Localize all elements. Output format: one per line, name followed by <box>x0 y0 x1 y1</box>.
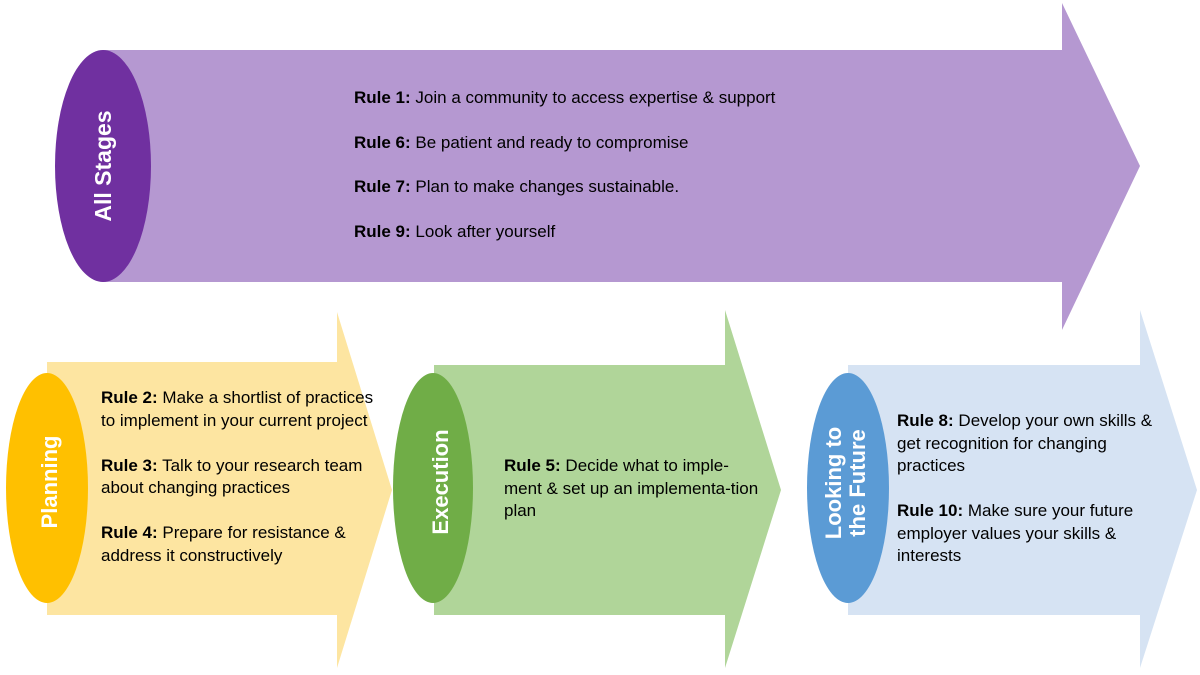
rule-item: Rule 8: Develop your own skills & get re… <box>897 410 1157 478</box>
future-label-line2: the Future <box>845 429 870 537</box>
execution-rules: Rule 5: Decide what to imple-ment & set … <box>504 455 762 523</box>
rule-text: Be patient and ready to compromise <box>410 132 689 152</box>
future-arrow <box>848 310 1197 668</box>
rule-text: Join a community to access expertise & s… <box>410 88 776 107</box>
planning-arrow <box>47 312 392 668</box>
planning-oval <box>6 373 88 603</box>
rule-number: Rule 4: <box>101 523 158 542</box>
rule-item: Rule 1: Join a community to access exper… <box>354 87 1054 109</box>
rule-number: Rule 2: <box>101 388 158 407</box>
rule-number: Rule 6: <box>354 132 411 152</box>
rule-number: Rule 7: <box>354 177 411 196</box>
rule-number: Rule 3: <box>101 455 158 475</box>
rule-text: Prepare for resistance & address it cons… <box>101 523 346 565</box>
rule-text: Make a shortlist of practices to impleme… <box>101 388 374 430</box>
future-label-line1: Looking to <box>821 426 846 540</box>
all-stages-oval <box>55 50 151 282</box>
all-stages-rules: Rule 1: Join a community to access exper… <box>354 87 1054 243</box>
rule-item: Rule 3: Talk to your research team about… <box>101 455 383 500</box>
rule-number: Rule 1: <box>354 88 411 107</box>
rule-item: Rule 10: Make sure your future employer … <box>897 500 1157 568</box>
planning-rules: Rule 2: Make a shortlist of practices to… <box>101 387 383 567</box>
rule-item: Rule 9: Look after yourself <box>354 221 1054 243</box>
all-stages-label: All Stages <box>90 110 116 222</box>
rule-text: Talk to your research team about changin… <box>101 455 363 498</box>
rule-number: Rule 9: <box>354 221 411 241</box>
rule-number: Rule 5: <box>504 456 561 475</box>
rule-item: Rule 6: Be patient and ready to compromi… <box>354 132 1054 154</box>
rule-text: Make sure your future employer values yo… <box>897 501 1134 565</box>
rule-text: Decide what to imple-ment & set up an im… <box>504 456 759 520</box>
future-rules: Rule 8: Develop your own skills & get re… <box>897 410 1157 568</box>
rule-text: Plan to make changes sustainable. <box>410 177 680 196</box>
rule-number: Rule 8: <box>897 411 954 430</box>
execution-oval <box>393 373 473 603</box>
planning-label: Planning <box>37 435 62 529</box>
rule-text: Look after yourself <box>410 221 556 241</box>
rule-item: Rule 5: Decide what to imple-ment & set … <box>504 455 762 523</box>
rule-item: Rule 7: Plan to make changes sustainable… <box>354 176 1054 198</box>
execution-arrow <box>434 310 781 668</box>
future-label: Looking to the Future <box>821 426 870 540</box>
execution-label: Execution <box>428 429 453 535</box>
rule-item: Rule 2: Make a shortlist of practices to… <box>101 387 383 432</box>
rule-text: Develop your own skills & get recognitio… <box>897 411 1153 475</box>
all-stages-arrow <box>103 3 1140 330</box>
future-oval <box>807 373 889 603</box>
rule-number: Rule 10: <box>897 501 964 520</box>
rule-item: Rule 4: Prepare for resistance & address… <box>101 522 383 567</box>
